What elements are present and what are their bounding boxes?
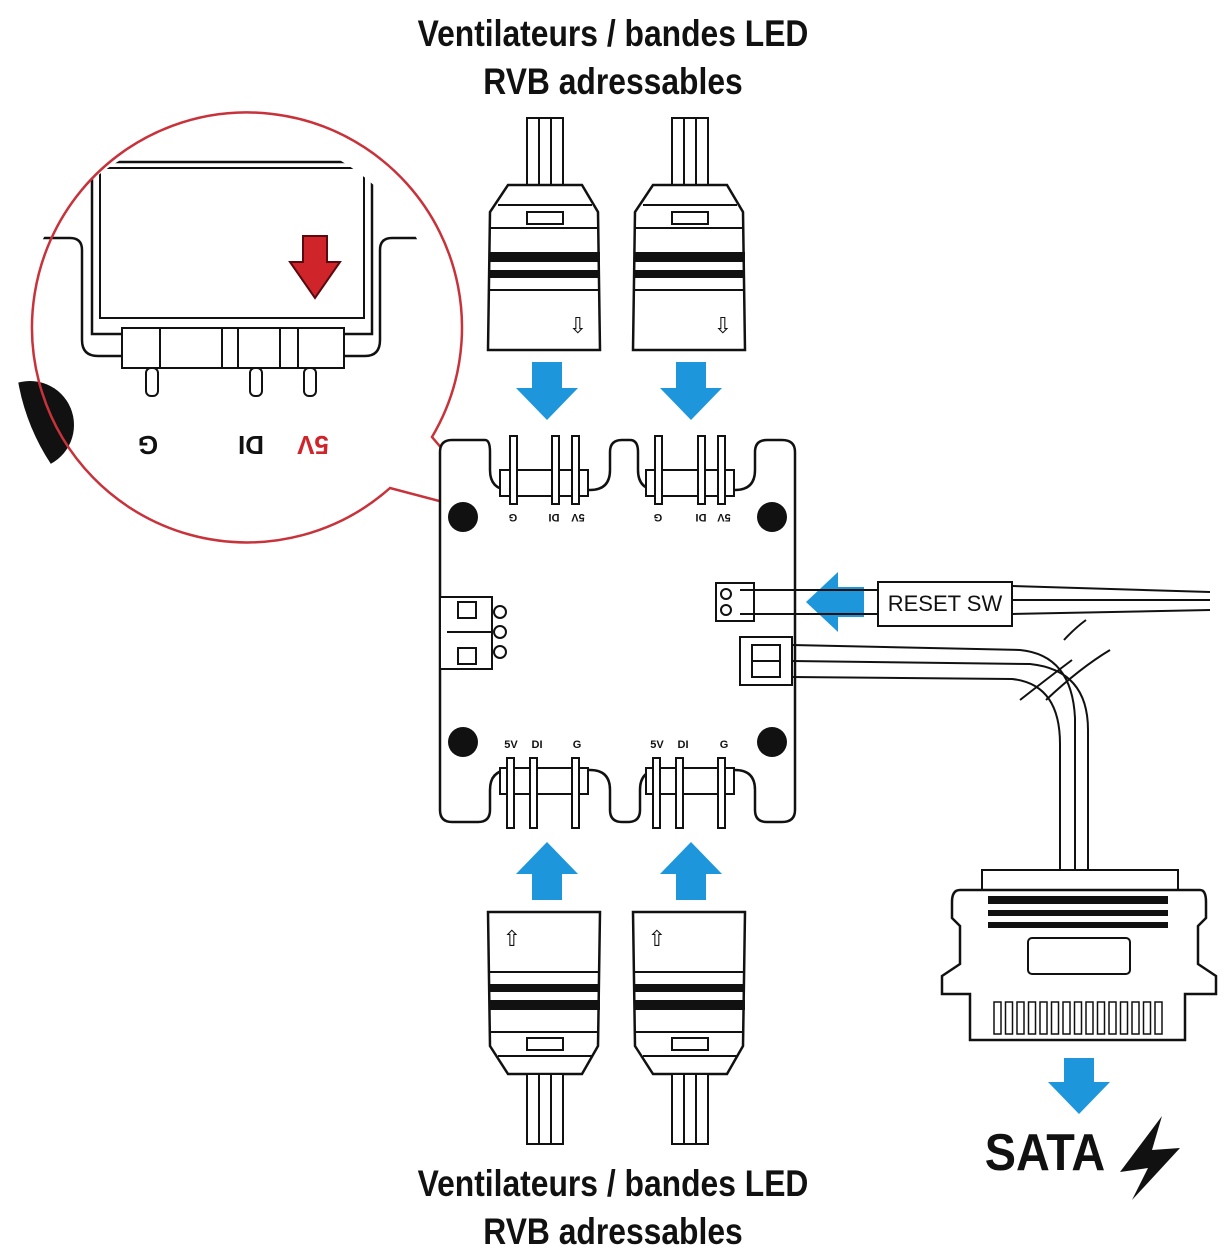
header-top-left: G DI 5V (499, 435, 589, 523)
sata-pins (993, 1001, 1163, 1035)
zoom-pin-label-di: DI (238, 430, 264, 460)
top-title: Ventilateurs / bandes LED RVB adressable… (86, 10, 1140, 106)
sata-pin (1131, 1001, 1140, 1035)
led-connector-top-left: ⇩ (486, 117, 602, 352)
bottom-title: Ventilateurs / bandes LED RVB adressable… (86, 1160, 1140, 1256)
zoom-bubble-outline (30, 111, 504, 544)
left-arrow-icon (806, 572, 864, 632)
pin-label-g: G (573, 739, 582, 751)
down-arrow-icon: ⇩ (714, 313, 732, 338)
up-arrow-icon: ⇧ (648, 926, 666, 951)
down-arrow-icon (516, 362, 578, 420)
pin-label-g: G (654, 511, 663, 523)
reset-cable (740, 585, 1211, 615)
pin-label-5v: 5V (717, 511, 731, 523)
reset-label-box (877, 581, 1013, 627)
down-arrow-icon (660, 362, 722, 420)
sata-pin (1096, 1001, 1106, 1035)
top-title-line2: RVB adressables (483, 61, 743, 102)
sata-pin (1039, 1001, 1048, 1035)
sata-pin (1027, 1001, 1037, 1035)
sata-pin (1050, 1001, 1060, 1035)
sata-cable (791, 619, 1111, 872)
bottom-title-line2: RVB adressables (483, 1211, 743, 1252)
sata-pin (1154, 1001, 1163, 1035)
led-connector-bottom-left: ⇧ (486, 910, 602, 1145)
zoom-detail: G DI 5V (15, 111, 504, 560)
down-arrow-icon: ⇩ (569, 313, 587, 338)
up-arrow-icon (660, 842, 722, 900)
sata-pin (1108, 1001, 1117, 1035)
header-bottom-right: 5V DI G (645, 739, 735, 829)
sata-pin (1119, 1001, 1129, 1035)
sata-connector (940, 869, 1218, 1042)
sata-pin (1085, 1001, 1094, 1035)
pin-label-5v: 5V (650, 739, 664, 751)
reset-label: RESET SW (888, 591, 1003, 616)
sata-pin (1004, 1001, 1014, 1035)
sata-pin (1016, 1001, 1025, 1035)
header-top-right: G DI 5V (645, 435, 735, 523)
pin-label-g: G (720, 739, 729, 751)
sata-pin (1073, 1001, 1083, 1035)
sata-pin (1062, 1001, 1071, 1035)
pin-label-5v: 5V (571, 511, 585, 523)
header-bottom-left: 5V DI G (499, 739, 589, 829)
pin-label-di: DI (532, 739, 543, 751)
down-arrow-icon (288, 235, 342, 300)
bottom-title-line1: Ventilateurs / bandes LED (417, 1163, 809, 1204)
down-arrow-icon (1048, 1058, 1110, 1114)
hub-board (438, 438, 797, 824)
pin-label-5v: 5V (504, 739, 518, 751)
up-arrow-icon (516, 842, 578, 900)
zoom-pin-label-5v: 5V (296, 430, 328, 460)
pin-label-di: DI (549, 511, 560, 523)
zoom-pin-label-g: G (138, 430, 158, 460)
pin-label-di: DI (696, 511, 707, 523)
sata-pin (1142, 1001, 1152, 1035)
sata-pin (993, 1001, 1002, 1035)
lightning-bolt-icon (1120, 1116, 1180, 1200)
led-connector-top-right: ⇩ (631, 117, 747, 352)
sata-label: SATA (985, 1124, 1105, 1182)
led-connector-bottom-right: ⇧ (631, 910, 747, 1145)
top-title-line1: Ventilateurs / bandes LED (417, 13, 809, 54)
up-arrow-icon: ⇧ (503, 926, 521, 951)
pin-label-g: G (509, 511, 518, 523)
pin-label-di: DI (678, 739, 689, 751)
